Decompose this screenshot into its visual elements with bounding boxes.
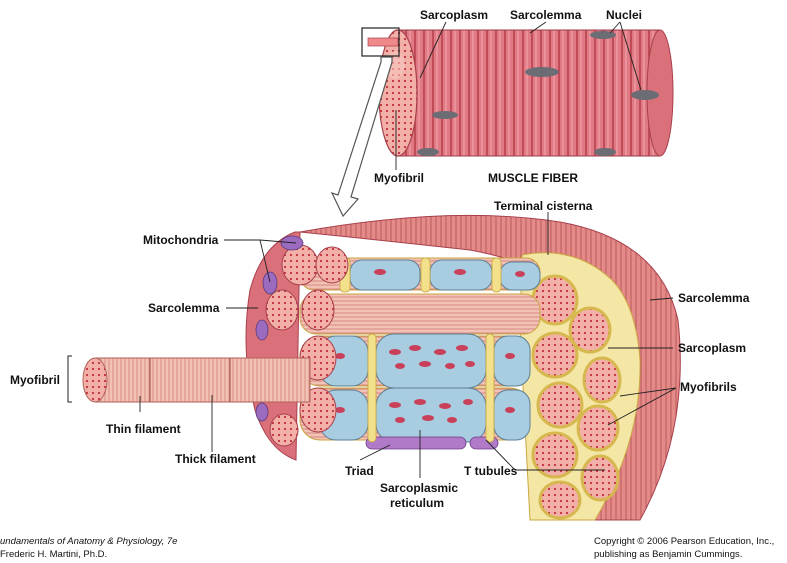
label-sarcolemma-top: Sarcolemma	[510, 8, 582, 22]
label-t-tubules: T tubules	[464, 464, 518, 478]
label-triad: Triad	[345, 464, 374, 478]
label-sarcolemma-right: Sarcolemma	[678, 291, 750, 305]
source-caption: undamentals of Anatomy & Physiology, 7e …	[0, 536, 774, 560]
label-muscle-fiber: MUSCLE FIBER	[488, 171, 578, 185]
label-sarcoplasm-top: Sarcoplasm	[420, 8, 488, 22]
label-sarcoplasm-right: Sarcoplasm	[678, 341, 746, 355]
label-terminal-cisterna: Terminal cisterna	[494, 199, 593, 213]
label-sarcoplasmic-1: Sarcoplasmic	[380, 481, 458, 495]
label-thin-filament: Thin filament	[106, 422, 181, 436]
myofibril-bracket	[68, 356, 72, 402]
caption-author: Frederic H. Martini, Ph.D.	[0, 549, 107, 560]
label-sarcoplasmic-2: reticulum	[390, 496, 444, 510]
caption-copyright-2: publishing as Benjamin Cummings.	[594, 549, 742, 560]
caption-copyright-1: Copyright © 2006 Pearson Education, Inc.…	[594, 536, 774, 547]
label-mitochondria: Mitochondria	[143, 233, 219, 247]
label-sarcolemma-left: Sarcolemma	[148, 301, 220, 315]
zoom-arrow	[332, 57, 392, 216]
label-myofibrils: Myofibrils	[680, 380, 737, 394]
label-myofibril-left: Myofibril	[10, 373, 60, 387]
muscle-fiber-cylinder	[379, 30, 673, 156]
label-myofibril-top: Myofibril	[374, 171, 424, 185]
caption-book-title: undamentals of Anatomy & Physiology, 7e	[0, 536, 177, 547]
label-nuclei: Nuclei	[606, 8, 642, 22]
extracted-myofibril	[83, 358, 310, 402]
label-thick-filament: Thick filament	[175, 452, 256, 466]
